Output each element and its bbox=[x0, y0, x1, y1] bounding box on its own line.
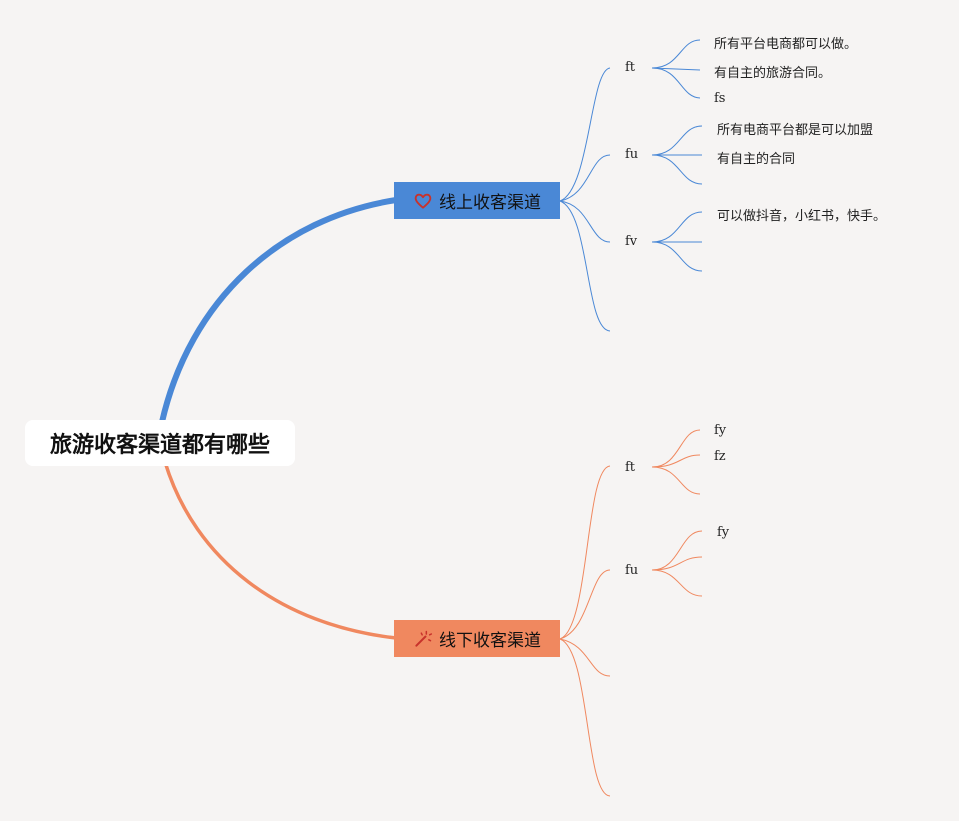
root-to-online-link bbox=[159, 197, 399, 425]
offline-ft-leaf-1[interactable]: fy bbox=[714, 423, 727, 438]
heart-icon bbox=[413, 191, 433, 211]
offline-ft-leaf-2[interactable]: fz bbox=[714, 449, 726, 464]
online-ft-leaf-3[interactable]: fs bbox=[714, 91, 726, 106]
magic-wand-icon bbox=[413, 629, 433, 649]
offline-node-fu[interactable]: fu bbox=[625, 563, 639, 578]
root-to-offline-link bbox=[163, 460, 398, 640]
root-topic[interactable]: 旅游收客渠道都有哪些 bbox=[25, 420, 295, 466]
online-sub-links bbox=[559, 39, 703, 332]
online-node-fu[interactable]: fu bbox=[625, 147, 639, 162]
online-fu-leaf-2[interactable]: 有自主的合同 bbox=[717, 152, 796, 167]
offline-fu-leaf-1[interactable]: fy bbox=[717, 525, 730, 540]
branch-online[interactable]: 线上收客渠道 bbox=[394, 182, 560, 219]
online-node-ft[interactable]: ft bbox=[625, 60, 636, 75]
branch-offline-label: 线下收客渠道 bbox=[439, 631, 541, 651]
offline-node-ft[interactable]: ft bbox=[625, 460, 636, 475]
online-ft-leaf-1[interactable]: 所有平台电商都可以做。 bbox=[714, 37, 858, 52]
offline-sub-links bbox=[559, 429, 703, 797]
online-ft-leaf-2[interactable]: 有自主的旅游合同。 bbox=[714, 66, 832, 81]
branch-online-label: 线上收客渠道 bbox=[439, 193, 541, 213]
online-node-fv[interactable]: fv bbox=[625, 234, 638, 249]
branch-offline[interactable]: 线下收客渠道 bbox=[394, 620, 560, 657]
online-fv-leaf-1[interactable]: 可以做抖音，小红书，快手。 bbox=[717, 209, 887, 224]
online-fu-leaf-1[interactable]: 所有电商平台都是可以加盟 bbox=[717, 123, 874, 138]
